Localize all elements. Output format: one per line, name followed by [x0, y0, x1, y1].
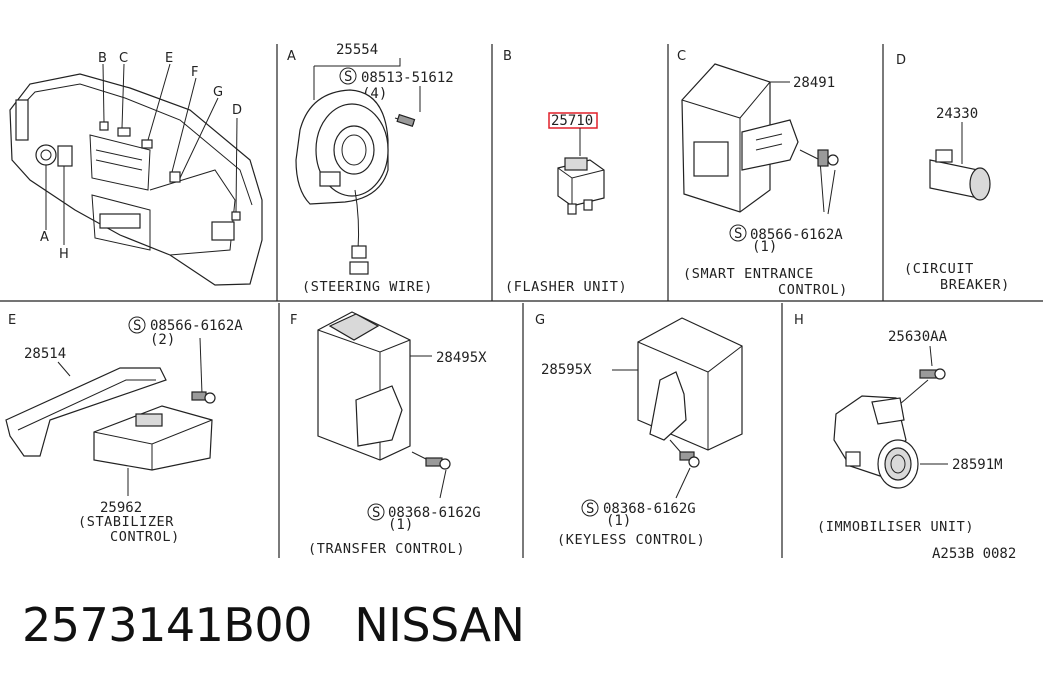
- panel-C-caption-line1: (SMART ENTRANCE: [683, 266, 814, 282]
- panel-A-letter: A: [287, 49, 296, 64]
- panel-A-caption: (STEERING WIRE): [302, 279, 433, 295]
- panel-E-screw-qty: (2): [150, 332, 175, 348]
- panel-B-caption: (FLASHER UNIT): [505, 279, 627, 295]
- svg-text:S: S: [344, 69, 352, 85]
- callout-C: C: [119, 51, 128, 66]
- panel-E-screw-symbol: [128, 316, 146, 334]
- panel-C-screw-number: 08566-6162A: [750, 227, 843, 243]
- panel-D-part-number: 24330: [936, 106, 978, 122]
- panel-D-caption-line1: (CIRCUIT: [904, 261, 974, 277]
- panel-G-screw-qty: (1): [606, 513, 631, 529]
- panel-A-part-number: 25554: [336, 42, 378, 58]
- panel-C-screw-qty: (1): [752, 239, 777, 255]
- footer-brand: NISSAN: [354, 598, 525, 652]
- svg-text:S: S: [734, 226, 742, 242]
- panel-C-caption-line2: CONTROL): [778, 282, 848, 298]
- svg-text:S: S: [372, 505, 380, 521]
- panel-E-caption-line2: CONTROL): [110, 529, 180, 545]
- circuit-breaker: [929, 122, 991, 201]
- panel-F-screw-symbol: [367, 503, 385, 521]
- panel-A-screw-number: 08513-51612: [361, 70, 454, 86]
- panel-A-screw-symbol: [339, 67, 357, 85]
- steering-wire-clockspring: [295, 58, 421, 275]
- panel-E-caption-line1: (STABILIZER: [78, 514, 174, 530]
- keyless-control-unit: [612, 317, 743, 499]
- panel-G-caption: (KEYLESS CONTROL): [557, 532, 705, 548]
- panel-H-letter: H: [794, 313, 804, 328]
- panel-E-screw-number: 08566-6162A: [150, 318, 243, 334]
- panel-G-screw-number: 08368-6162G: [603, 501, 696, 517]
- panel-B-letter: B: [503, 49, 512, 64]
- panel-C-part-number: 28491: [793, 75, 835, 91]
- panel-B-highlight-box: [548, 112, 598, 129]
- panel-G-part-number: 28595X: [541, 362, 592, 378]
- panel-G-letter: G: [535, 313, 545, 328]
- panel-D-letter: D: [896, 53, 906, 68]
- panel-C-screw-symbol: [729, 224, 747, 242]
- panel-dividers: [0, 44, 1043, 558]
- callout-E: E: [165, 51, 173, 66]
- svg-text:S: S: [133, 318, 141, 334]
- callout-A: A: [40, 230, 49, 245]
- footer-part-number: 2573141B00: [22, 598, 312, 652]
- panel-B-part-number: 25710: [551, 113, 593, 129]
- panel-H-screw-part-number: 25630AA: [888, 329, 948, 345]
- callout-H: H: [59, 247, 69, 262]
- panel-E-unit-number: 25962: [100, 500, 142, 516]
- dashboard-overview: [9, 63, 263, 286]
- panel-F-part-number: 28495X: [436, 350, 487, 366]
- panel-H-unit-part-number: 28591M: [952, 457, 1003, 473]
- callout-B: B: [98, 51, 107, 66]
- immobiliser-unit: [833, 345, 948, 489]
- panel-D-caption-line2: BREAKER): [940, 277, 1010, 293]
- panel-G-screw-symbol: [581, 499, 599, 517]
- stabilizer-control-unit: [5, 337, 216, 496]
- callout-D: D: [232, 103, 242, 118]
- panel-F-letter: F: [290, 313, 297, 328]
- panel-E-bracket-number: 28514: [24, 346, 66, 362]
- panel-F-screw-number: 08368-6162G: [388, 505, 481, 521]
- panel-F-caption: (TRANSFER CONTROL): [308, 541, 465, 557]
- part-footer: 2573141B00 NISSAN: [22, 598, 525, 652]
- transfer-control-unit: [317, 311, 451, 499]
- smart-entrance-control-unit: [681, 63, 839, 215]
- panel-H-caption: (IMMOBILISER UNIT): [817, 519, 974, 535]
- diagram-reference-code: A253B 0082: [932, 546, 1016, 562]
- panel-F-screw-qty: (1): [388, 517, 413, 533]
- panel-E-letter: E: [8, 313, 16, 328]
- callout-G: G: [213, 85, 223, 100]
- svg-text:S: S: [586, 501, 594, 517]
- callout-F: F: [191, 65, 198, 80]
- panel-C-letter: C: [677, 49, 686, 64]
- flasher-unit: [557, 128, 605, 215]
